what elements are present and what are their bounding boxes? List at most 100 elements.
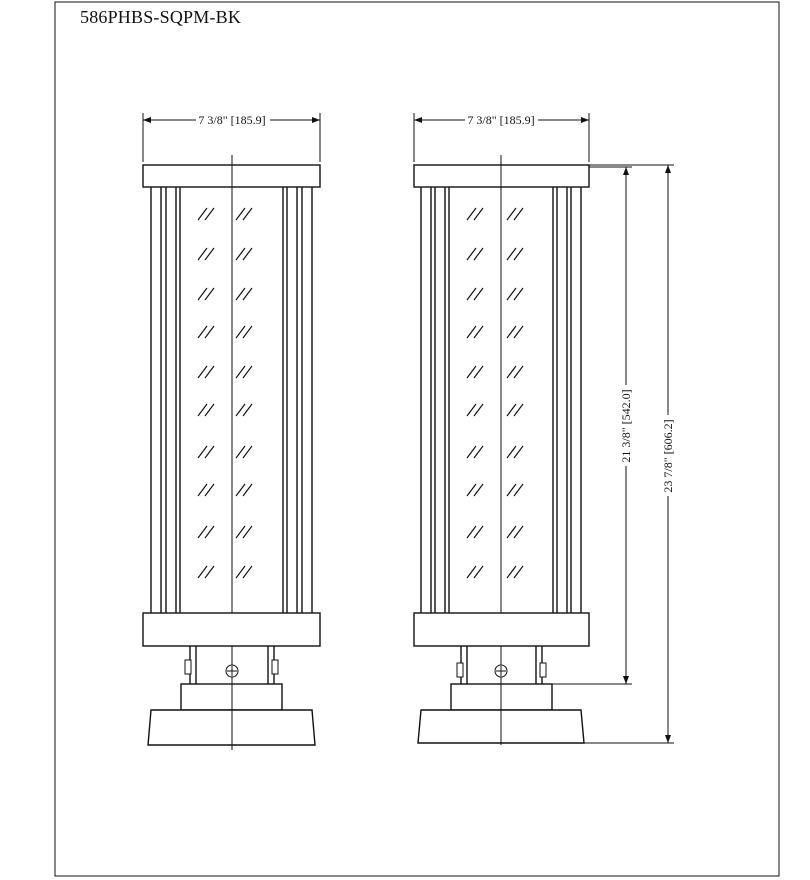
glass-hatch-mark — [235, 207, 246, 221]
glass-hatch-mark — [235, 403, 246, 417]
glass-hatch-mark — [473, 525, 484, 539]
glass-hatch-mark — [235, 247, 246, 261]
glass-hatch-mark — [204, 525, 215, 539]
glass-hatch-mark — [197, 565, 208, 579]
glass-hatch-mark — [204, 403, 215, 417]
glass-hatch-mark — [466, 483, 477, 497]
glass-hatch-mark — [473, 287, 484, 301]
glass-hatch-mark — [197, 287, 208, 301]
glass-hatch-mark — [197, 207, 208, 221]
glass-hatch-mark — [506, 247, 517, 261]
glass-hatch-mark — [506, 445, 517, 459]
glass-hatch-mark — [473, 365, 484, 379]
glass-hatch-mark — [473, 445, 484, 459]
glass-hatch-mark — [235, 287, 246, 301]
glass-hatch-mark — [466, 445, 477, 459]
glass-hatch-mark — [466, 403, 477, 417]
side-bottom-cap — [413, 612, 590, 647]
glass-hatch-mark — [506, 403, 517, 417]
front-left-posts — [150, 187, 181, 613]
side-body-height-dimension: 21 3/8" [542.0] — [552, 166, 633, 685]
glass-hatch-mark — [513, 207, 524, 221]
glass-hatch-mark — [513, 565, 524, 579]
glass-hatch-mark — [242, 207, 253, 221]
glass-hatch-mark — [473, 207, 484, 221]
glass-hatch-mark — [204, 207, 215, 221]
glass-hatch-mark — [506, 287, 517, 301]
glass-hatch-mark — [473, 565, 484, 579]
glass-hatch-mark — [513, 287, 524, 301]
glass-hatch-mark — [242, 483, 253, 497]
glass-hatch-mark — [242, 445, 253, 459]
glass-hatch-mark — [506, 483, 517, 497]
glass-hatch-mark — [204, 365, 215, 379]
glass-hatch-mark — [466, 565, 477, 579]
glass-hatch-mark — [235, 525, 246, 539]
glass-hatch-mark — [506, 207, 517, 221]
glass-hatch-mark — [242, 565, 253, 579]
glass-hatch-mark — [197, 325, 208, 339]
glass-hatch-mark — [506, 365, 517, 379]
glass-hatch-mark — [466, 325, 477, 339]
glass-hatch-mark — [506, 525, 517, 539]
front-neck — [184, 646, 279, 684]
side-glass-pattern — [466, 207, 524, 579]
glass-hatch-mark — [466, 525, 477, 539]
glass-hatch-mark — [473, 325, 484, 339]
glass-hatch-mark — [197, 525, 208, 539]
glass-hatch-mark — [204, 287, 215, 301]
glass-hatch-mark — [513, 525, 524, 539]
glass-hatch-mark — [197, 365, 208, 379]
glass-hatch-mark — [506, 565, 517, 579]
front-width-label: 7 3/8" [185.9] — [198, 113, 265, 127]
glass-hatch-mark — [506, 325, 517, 339]
front-bottom-cap — [142, 612, 321, 647]
glass-hatch-mark — [235, 445, 246, 459]
side-neck — [456, 646, 547, 684]
glass-hatch-mark — [242, 525, 253, 539]
glass-hatch-mark — [513, 325, 524, 339]
glass-hatch-mark — [242, 247, 253, 261]
glass-hatch-mark — [242, 365, 253, 379]
glass-hatch-mark — [242, 287, 253, 301]
front-right-posts — [282, 187, 313, 613]
side-width-label: 7 3/8" [185.9] — [467, 113, 534, 127]
glass-hatch-mark — [197, 483, 208, 497]
glass-hatch-mark — [204, 247, 215, 261]
glass-hatch-mark — [235, 325, 246, 339]
glass-hatch-mark — [204, 483, 215, 497]
glass-hatch-mark — [204, 445, 215, 459]
glass-hatch-mark — [466, 365, 477, 379]
glass-hatch-mark — [235, 565, 246, 579]
side-view: 7 3/8" [185.9] — [413, 113, 675, 745]
model-number: 586PHBS-SQPM-BK — [80, 7, 242, 27]
glass-hatch-mark — [473, 403, 484, 417]
glass-hatch-mark — [197, 403, 208, 417]
glass-hatch-mark — [513, 483, 524, 497]
glass-hatch-mark — [197, 445, 208, 459]
side-width-dimension: 7 3/8" [185.9] — [413, 113, 590, 162]
front-width-dimension: 7 3/8" [185.9] — [142, 113, 321, 162]
glass-hatch-mark — [473, 247, 484, 261]
glass-hatch-mark — [466, 287, 477, 301]
glass-hatch-mark — [197, 247, 208, 261]
glass-hatch-mark — [235, 483, 246, 497]
side-right-posts — [552, 187, 582, 613]
glass-hatch-mark — [473, 483, 484, 497]
glass-hatch-mark — [235, 365, 246, 379]
front-glass-pattern — [197, 207, 253, 579]
glass-hatch-mark — [242, 403, 253, 417]
glass-hatch-mark — [242, 325, 253, 339]
glass-hatch-mark — [513, 445, 524, 459]
glass-hatch-mark — [513, 365, 524, 379]
side-overall-height-dimension: 23 7/8" [606.2] — [584, 164, 675, 744]
side-body-height-label: 21 3/8" [542.0] — [619, 389, 633, 462]
glass-hatch-mark — [513, 403, 524, 417]
glass-hatch-mark — [466, 247, 477, 261]
glass-hatch-mark — [204, 565, 215, 579]
glass-hatch-mark — [204, 325, 215, 339]
glass-hatch-mark — [466, 207, 477, 221]
front-view: 7 3/8" [185.9] — [142, 113, 321, 750]
